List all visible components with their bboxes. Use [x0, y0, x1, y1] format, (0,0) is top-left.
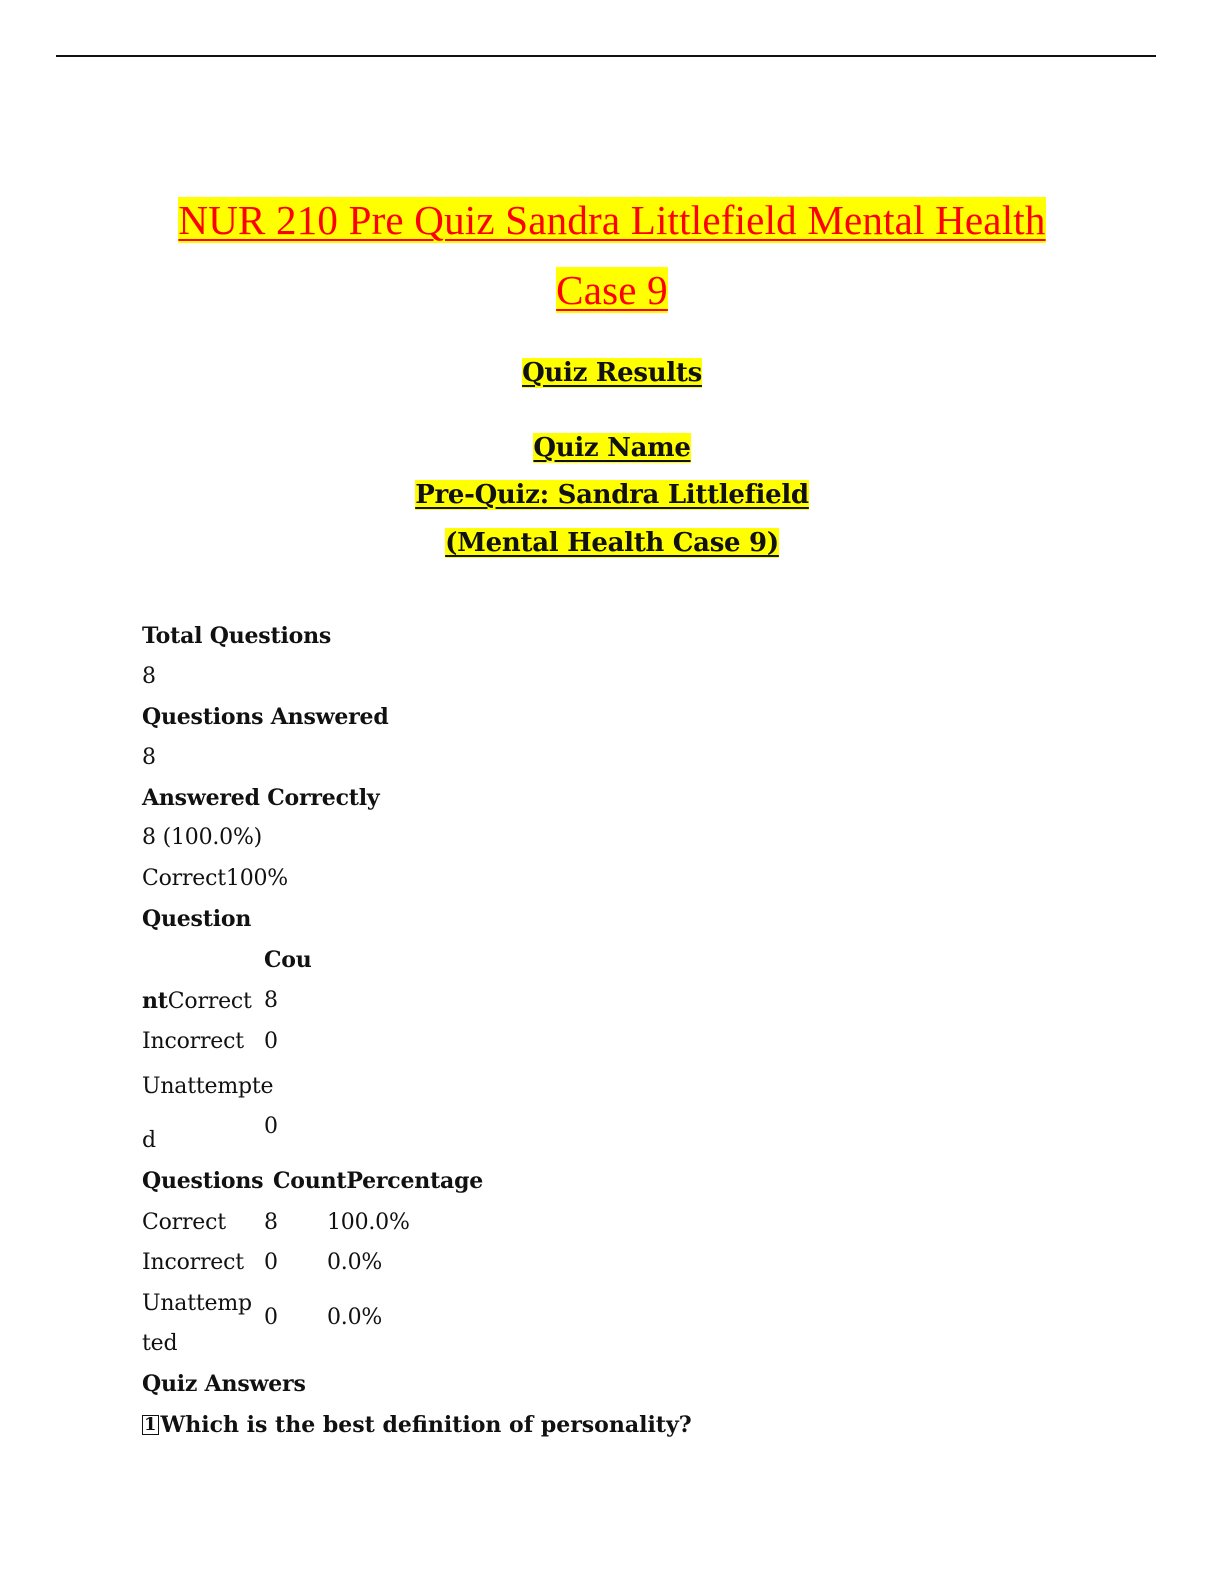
pct-table-header-count-percentage: CountPercentage [273, 1168, 484, 1194]
quiz-name-line-1: Pre-Quiz: Sandra Littlefield [415, 480, 809, 510]
count-table-correct-count: 8 [264, 988, 278, 1013]
questions-answered-value: 8 [142, 745, 156, 770]
pct-table-incorrect-label: Incorrect [142, 1250, 244, 1275]
pct-table-unattempted-label-a: Unattemp [142, 1291, 252, 1316]
question-text: Which is the best definition of personal… [160, 1412, 692, 1438]
pct-table-unattempted-label-b: ted [142, 1331, 178, 1356]
count-table-incorrect-count: 0 [264, 1029, 278, 1054]
count-table-header-count: Cou [264, 947, 312, 973]
pct-table-correct-label: Correct [142, 1210, 226, 1235]
count-table-unattempted-label-b: d [142, 1128, 156, 1153]
quiz-name-label: Quiz Name [533, 433, 691, 463]
count-table-unattempted-count: 0 [264, 1114, 278, 1139]
quiz-name-line-2: (Mental Health Case 9) [445, 528, 779, 558]
answered-correctly-label: Answered Correctly [142, 785, 380, 811]
quiz-results-heading: Quiz Results [522, 358, 702, 388]
total-questions-label: Total Questions [142, 623, 332, 649]
total-questions-value: 8 [142, 664, 156, 689]
pct-table-incorrect-count: 0 [264, 1250, 278, 1275]
pct-table-unattempted-count: 0 [264, 1305, 278, 1330]
top-rule [56, 55, 1156, 57]
question-number: 1 [142, 1414, 159, 1435]
count-table-unattempted-label-a: Unattempte [142, 1074, 274, 1099]
pct-table-correct-count: 8 [264, 1210, 278, 1235]
count-table-incorrect-label: Incorrect [142, 1029, 244, 1054]
count-table-header-question: Question [142, 906, 252, 932]
document-title-line-1: NUR 210 Pre Quiz Sandra Littlefield Ment… [178, 197, 1046, 243]
answered-correctly-value: 8 (100.0%) [142, 825, 263, 850]
correct-percentage: Correct100% [142, 866, 288, 891]
count-table-header-count-tail: nt [142, 988, 168, 1014]
questions-answered-label: Questions Answered [142, 704, 389, 730]
pct-table-header-questions: Questions [142, 1168, 264, 1194]
pct-table-incorrect-pct: 0.0% [327, 1250, 383, 1275]
pct-table-unattempted-pct: 0.0% [327, 1305, 383, 1330]
pct-table-correct-pct: 100.0% [327, 1210, 410, 1235]
quiz-answers-heading: Quiz Answers [142, 1371, 306, 1397]
count-table-row-correct: ntCorrect [142, 988, 252, 1014]
document-title-line-2: Case 9 [556, 267, 668, 313]
row-label: Correct [167, 989, 252, 1014]
